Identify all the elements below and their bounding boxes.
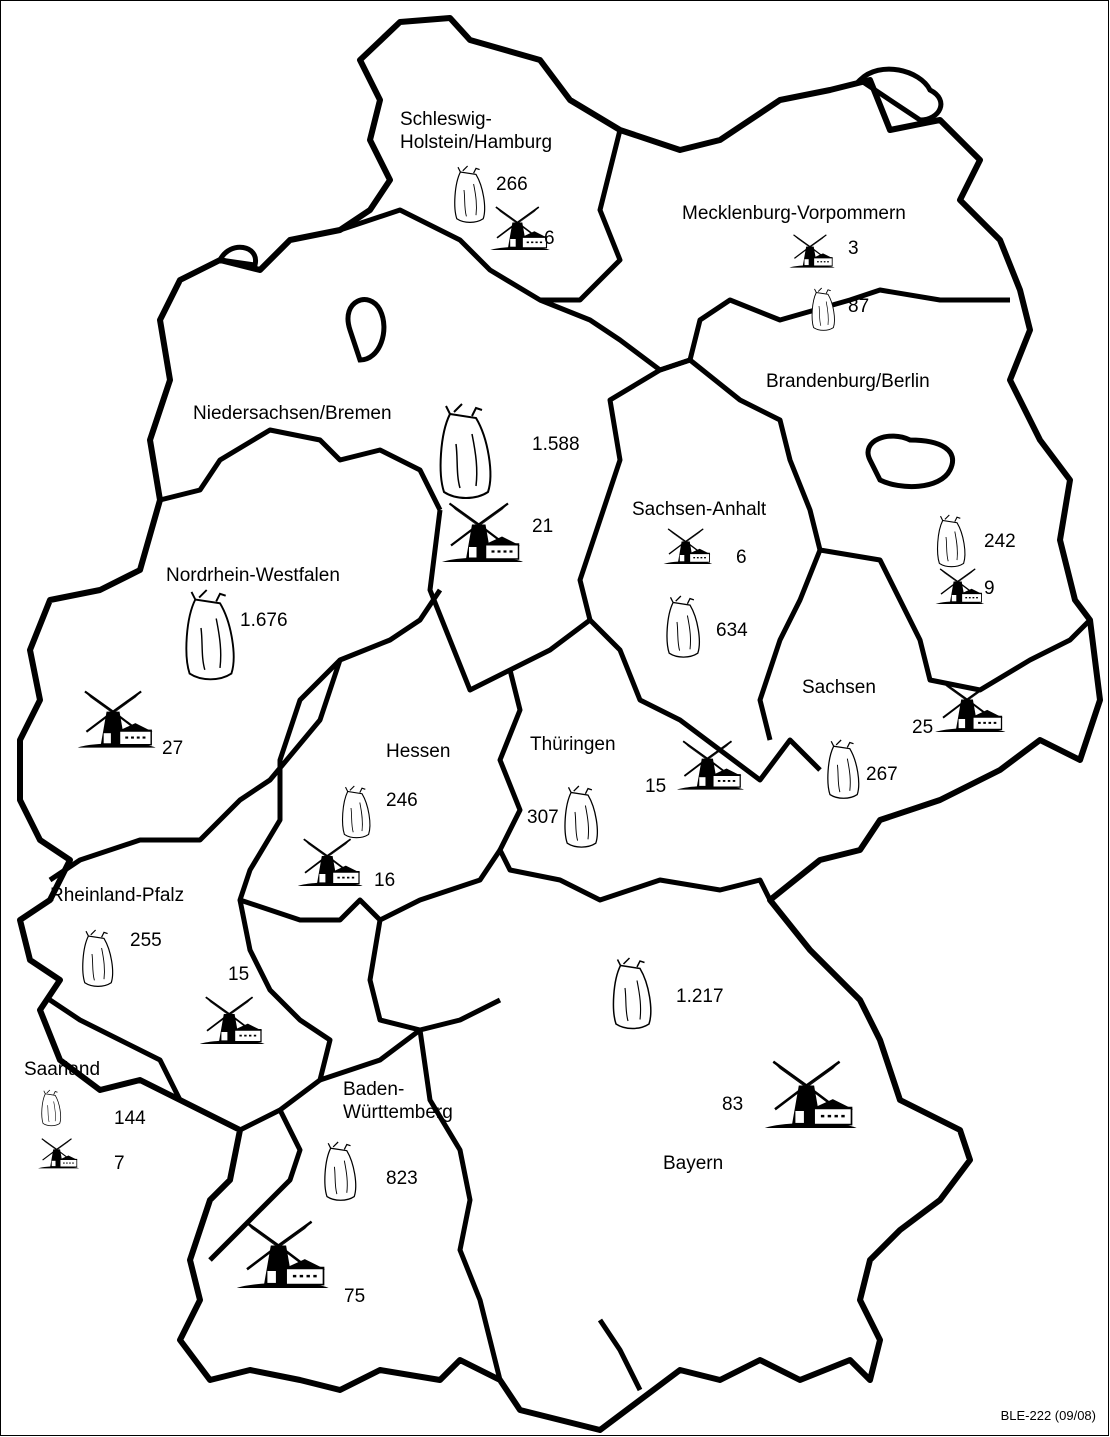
- windmill-icon: [198, 996, 266, 1045]
- windmill-icon: [37, 1138, 80, 1169]
- grain-sack-icon: [666, 595, 700, 658]
- grain-sack-icon: [439, 403, 492, 499]
- region-label-nordrhein-westfalen: Nordrhein-Westfalen: [166, 565, 340, 586]
- value-sl-sacks: 144: [114, 1108, 146, 1129]
- value-bw-sacks: 823: [386, 1168, 418, 1189]
- value-th-mills: 15: [645, 776, 667, 797]
- windmill-icon: [296, 838, 364, 887]
- value-by-mills: 83: [722, 1094, 744, 1115]
- value-he-mills: 16: [374, 870, 396, 891]
- grain-sack-icon: [324, 1141, 357, 1201]
- region-label-bayern: Bayern: [663, 1153, 724, 1174]
- value-st-mills: 6: [736, 547, 747, 568]
- source-credit: BLE-222 (09/08): [1000, 1408, 1096, 1423]
- windmill-icon: [489, 206, 551, 251]
- windmill-icon: [235, 1220, 330, 1290]
- value-ni-sacks: 1.588: [532, 434, 580, 455]
- value-st-sacks: 634: [716, 620, 748, 641]
- region-label-sachsen: Sachsen: [802, 677, 876, 698]
- region-label-schleswig-holstein: Schleswig- Holstein/Hamburg: [400, 109, 553, 153]
- windmill-icon: [788, 234, 836, 269]
- region-label-mecklenburg-vorpommern: Mecklenburg-Vorpommern: [682, 203, 906, 224]
- value-mv-sacks: 87: [848, 296, 870, 317]
- grain-sack-icon: [564, 785, 598, 848]
- islands: [216, 66, 955, 490]
- value-nw-sacks: 1.676: [240, 610, 288, 631]
- state-borders: [48, 129, 1092, 1392]
- windmill-icon: [440, 502, 525, 564]
- value-ni-mills: 21: [532, 516, 554, 537]
- grain-sack-icon: [185, 589, 235, 681]
- value-sn-mills: 25: [912, 717, 934, 738]
- windmill-icon: [934, 568, 985, 605]
- value-sh-mills: 6: [544, 228, 555, 249]
- value-bb-mills: 9: [984, 578, 995, 599]
- value-mv-mills: 3: [848, 238, 859, 259]
- value-nw-mills: 27: [162, 738, 184, 759]
- region-label-saarland: Saarland: [24, 1059, 101, 1080]
- region-label-baden-wuerttemberg: Baden- Württemberg: [343, 1079, 453, 1123]
- grain-sack-icon: [827, 739, 860, 799]
- grain-sack-icon: [341, 785, 371, 839]
- region-label-rheinland-pfalz: Rheinland-Pfalz: [50, 885, 185, 906]
- region-label-hessen: Hessen: [386, 741, 451, 762]
- value-bb-sacks: 242: [984, 531, 1016, 552]
- grain-sack-icon: [82, 929, 114, 988]
- windmill-icon: [76, 690, 157, 749]
- value-he-sacks: 246: [386, 790, 418, 811]
- region-label-sachsen-anhalt: Sachsen-Anhalt: [632, 499, 767, 520]
- region-label-thueringen: Thüringen: [530, 734, 616, 755]
- windmill-icon: [676, 740, 745, 791]
- value-rp-mills: 15: [228, 964, 250, 985]
- grain-sack-icon: [936, 514, 966, 568]
- value-by-sacks: 1.217: [676, 986, 724, 1007]
- windmill-icon: [763, 1060, 858, 1130]
- value-bw-mills: 75: [344, 1286, 366, 1307]
- grain-sack-icon: [811, 287, 835, 331]
- value-th-sacks: 307: [527, 807, 559, 828]
- value-sl-mills: 7: [114, 1153, 125, 1174]
- value-sn-sacks: 267: [866, 764, 898, 785]
- region-label-niedersachsen: Niedersachsen/Bremen: [193, 403, 392, 424]
- grain-sack-icon: [41, 1089, 62, 1127]
- value-rp-sacks: 255: [130, 930, 162, 951]
- windmill-icon: [662, 528, 713, 565]
- value-sh-sacks: 266: [496, 174, 528, 195]
- grain-sack-icon: [454, 165, 486, 224]
- grain-sack-icon: [612, 957, 652, 1030]
- germany-outline: [17, 15, 1103, 1433]
- region-label-brandenburg: Brandenburg/Berlin: [766, 371, 930, 392]
